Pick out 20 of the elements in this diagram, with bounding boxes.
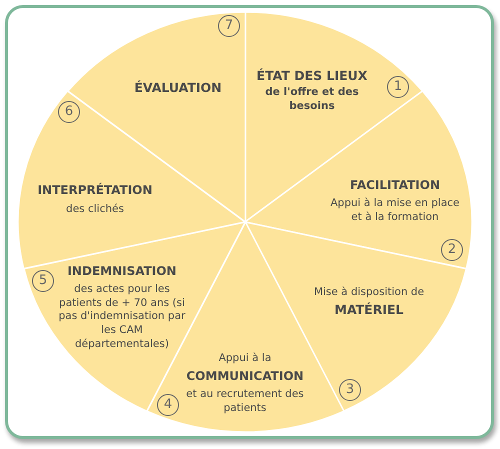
segment-text: des clichés [65, 202, 125, 217]
segment-text: Appui à la [218, 352, 272, 366]
segment-title: COMMUNICATION [185, 369, 305, 385]
segment-title: INDEMNISATION [66, 264, 178, 280]
segment-text: Mise à disposition de [312, 286, 426, 300]
step-number: 4 [156, 394, 179, 416]
segment-text: et au recrutement des patients [185, 388, 305, 416]
segment-title: ÉVALUATION [133, 80, 223, 96]
step-number: 7 [218, 15, 240, 37]
segment-title: MATÉRIEL [334, 302, 404, 318]
step-number: 6 [58, 100, 80, 123]
segment-text: des actes pour les patients de + 70 ans (si pas d'indemnisation par les CAM départementales) [58, 283, 186, 352]
segment-title: ÉTAT DES LIEUX [256, 68, 368, 84]
segment-title: FACILITATION [349, 178, 441, 194]
step-number: 2 [441, 238, 463, 261]
step-number: 1 [387, 76, 409, 98]
step-number: 5 [32, 270, 54, 292]
segment-text: Appui à la mise en place et à la formation [330, 196, 460, 224]
segment-text: de l'offre et des besoins [264, 86, 360, 114]
segment-title: INTERPRÉTATION [36, 182, 154, 199]
